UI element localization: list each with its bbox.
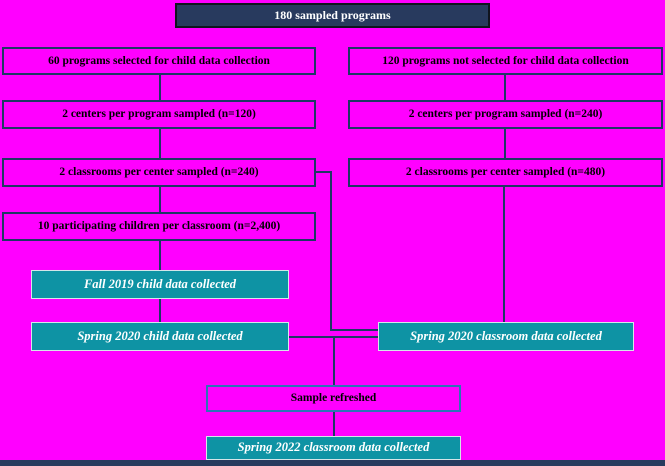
box-spring-2020-child-data: Spring 2020 child data collected bbox=[31, 322, 289, 351]
box-spring-2020-classroom-data: Spring 2020 classroom data collected bbox=[378, 322, 634, 351]
connector-right-1 bbox=[504, 75, 506, 100]
box-centers-sampled-240: 2 centers per program sampled (n=240) bbox=[348, 100, 663, 129]
box-spring-2022-classroom-data: Spring 2022 classroom data collected bbox=[206, 436, 461, 460]
connector-left-3 bbox=[159, 187, 161, 212]
connector-to-spring-2022 bbox=[333, 412, 335, 436]
box-180-sampled-programs: 180 sampled programs bbox=[175, 3, 490, 28]
connector-left-4 bbox=[159, 241, 161, 270]
connector-elbow-bottom bbox=[330, 329, 378, 331]
box-60-programs-selected: 60 programs selected for child data coll… bbox=[2, 47, 316, 75]
box-classrooms-sampled-240: 2 classrooms per center sampled (n=240) bbox=[2, 158, 316, 187]
connector-elbow-vertical bbox=[330, 171, 332, 331]
connector-left-2 bbox=[159, 129, 161, 158]
box-fall-2019-child-data: Fall 2019 child data collected bbox=[31, 270, 289, 299]
bottom-bar bbox=[0, 460, 665, 466]
box-classrooms-sampled-480: 2 classrooms per center sampled (n=480) bbox=[348, 158, 663, 187]
connector-left-1 bbox=[159, 75, 161, 100]
connector-right-3 bbox=[503, 187, 505, 322]
connector-left-5 bbox=[159, 299, 161, 322]
connector-elbow-top bbox=[316, 171, 331, 173]
connector-to-sample-refreshed bbox=[333, 336, 335, 385]
box-sample-refreshed: Sample refreshed bbox=[206, 385, 461, 412]
box-children-per-classroom: 10 participating children per classroom … bbox=[2, 212, 316, 241]
box-120-programs-not-selected: 120 programs not selected for child data… bbox=[348, 47, 663, 75]
connector-right-2 bbox=[504, 129, 506, 158]
box-centers-sampled-120: 2 centers per program sampled (n=120) bbox=[2, 100, 316, 129]
